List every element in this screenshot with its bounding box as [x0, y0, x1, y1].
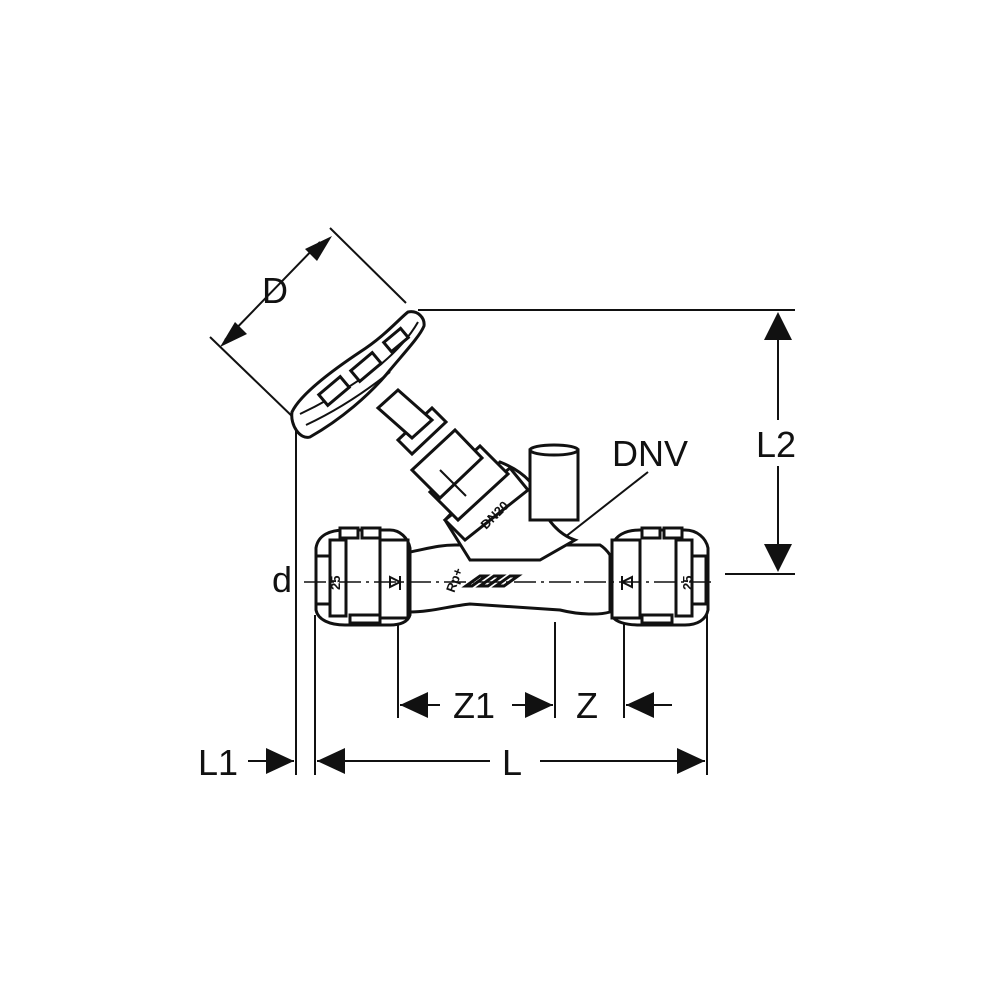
label-l2: L2 [756, 424, 796, 465]
right-coupling-marking: 25 [680, 576, 695, 590]
left-coupling: 25 [314, 526, 412, 627]
dimension-l2: L2 [756, 312, 796, 572]
handwheel [290, 310, 426, 439]
dimension-z1-z: Z1 Z [400, 685, 672, 726]
label-z: Z [576, 685, 598, 726]
right-coupling: 25 [610, 526, 710, 627]
dimension-d: D [220, 236, 332, 347]
left-coupling-marking: 25 [328, 576, 343, 590]
label-l: L [502, 742, 522, 783]
label-z1: Z1 [453, 685, 495, 726]
label-dnv: DNV [612, 433, 688, 474]
dimension-l1-l: L1 L [198, 742, 705, 783]
label-d-diameter: D [262, 270, 288, 311]
valve-body: DN20 Rp+ [375, 387, 612, 616]
label-d-pipe: d [272, 559, 292, 600]
label-l1: L1 [198, 742, 238, 783]
